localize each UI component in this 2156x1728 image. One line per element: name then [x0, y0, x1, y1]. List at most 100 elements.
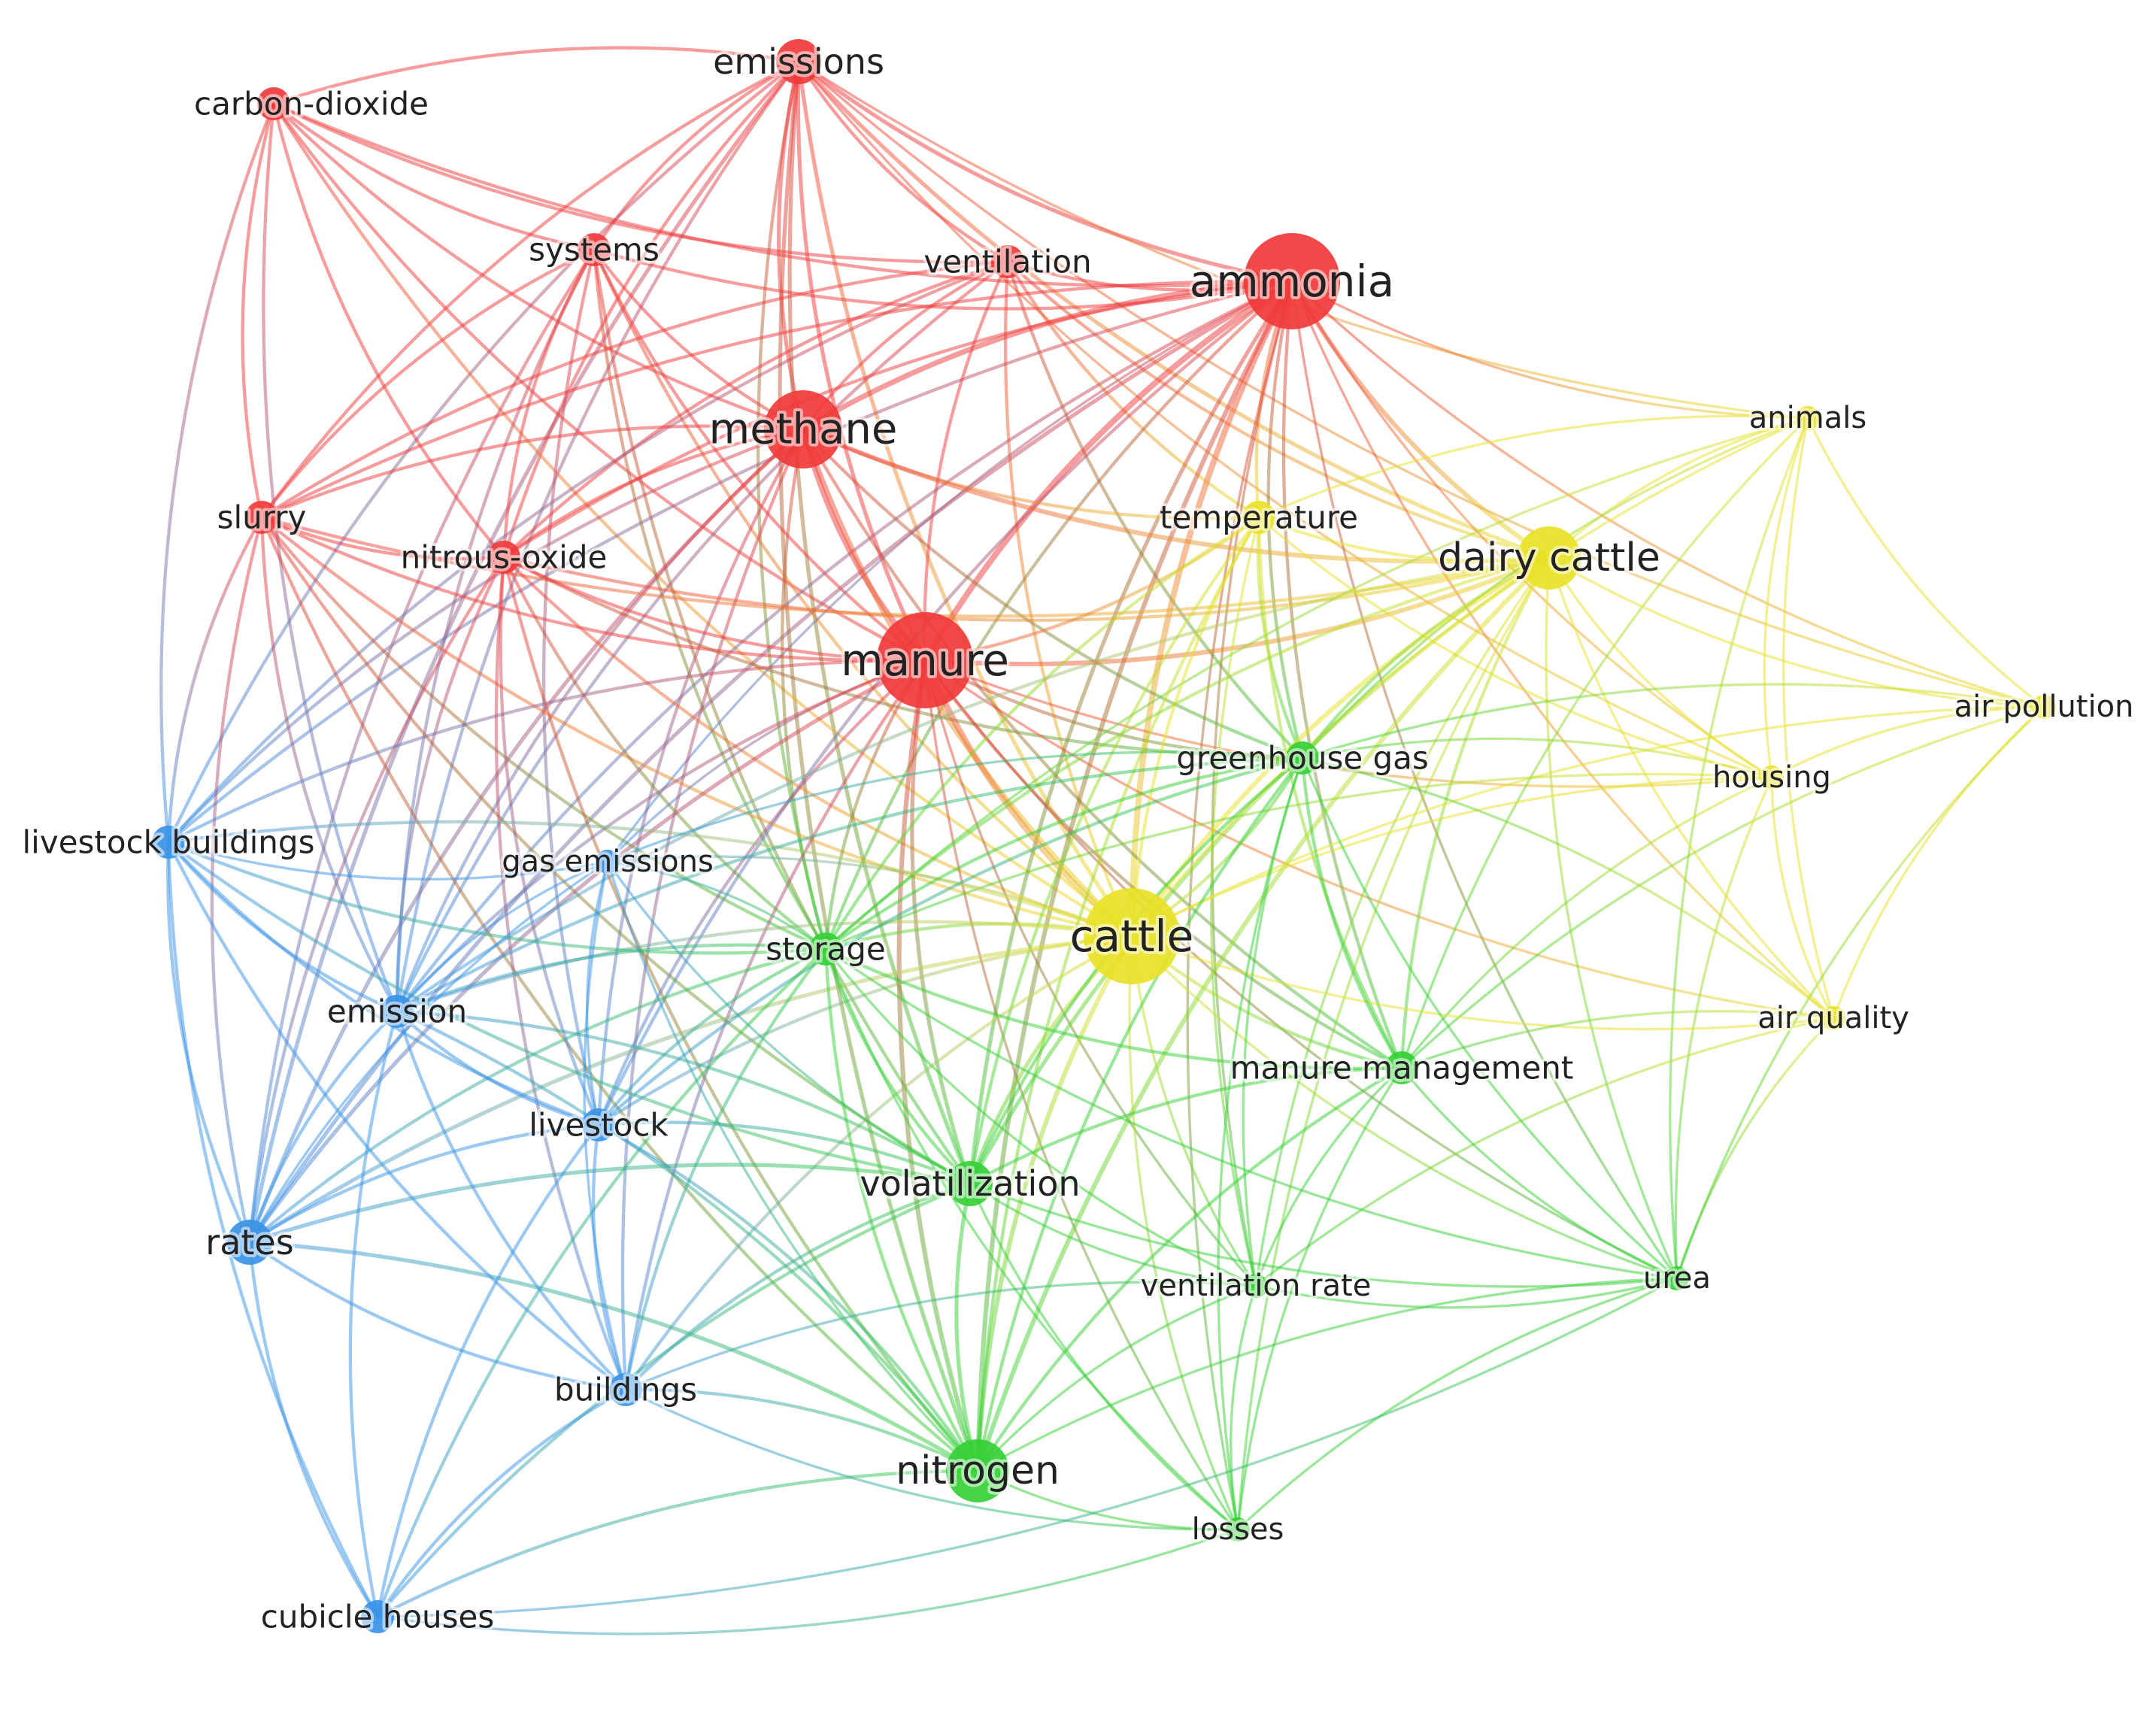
- edge-ammonia-slurry: [259, 279, 1294, 520]
- node-label-halo: volatilization: [860, 1163, 1080, 1204]
- edge-animals-urea: [1669, 417, 1809, 1280]
- edge-carbon-dioxide-ventilation: [271, 102, 1010, 264]
- node-nitrous-oxide[interactable]: [487, 541, 520, 574]
- edge-temperature-housing: [1257, 516, 1773, 779]
- edge-storage-gas-emissions: [606, 860, 827, 950]
- node-carbon-dioxide[interactable]: [257, 87, 290, 120]
- labels-layer: emissionsemissionscarbon-dioxidecarbon-d…: [20, 38, 2137, 1639]
- node-livestock[interactable]: [582, 1108, 615, 1141]
- node-label-dairy-cattle: dairy cattle: [1438, 535, 1660, 581]
- edge-ventilation-livestock-buildings: [166, 259, 1010, 844]
- edge-methane-manure-management: [801, 427, 1404, 1070]
- node-label-losses: losses: [1192, 1512, 1284, 1547]
- edge-emissions-livestock-buildings: [166, 59, 801, 844]
- node-nitrogen[interactable]: [946, 1439, 1009, 1502]
- node-label-halo: systems: [529, 232, 660, 268]
- node-cattle[interactable]: [1084, 888, 1180, 984]
- edge-manure-losses: [923, 659, 1239, 1531]
- edge-systems-slurry: [259, 247, 596, 520]
- edge-carbon-dioxide-manure: [271, 102, 927, 662]
- edge-cattle-livestock-buildings: [166, 820, 1134, 938]
- node-emissions[interactable]: [776, 39, 821, 84]
- edge-dairy-cattle-housing: [1548, 556, 1773, 779]
- node-buildings[interactable]: [609, 1373, 642, 1406]
- node-label-halo: gas emissions: [502, 844, 714, 879]
- edge-cattle-gas-emissions: [606, 855, 1133, 938]
- node-volatilization[interactable]: [948, 1161, 993, 1206]
- node-ventilation-rate[interactable]: [1244, 1274, 1268, 1298]
- edge-ventilation-temperature: [1005, 259, 1261, 520]
- node-manure-management[interactable]: [1385, 1051, 1418, 1084]
- node-slurry[interactable]: [245, 501, 278, 534]
- edge-animals-temperature: [1257, 414, 1809, 519]
- edge-dairy-cattle-losses: [1236, 556, 1551, 1531]
- edge-ammonia-manure: [922, 278, 1295, 663]
- edge-temperature-ventilation-rate: [1209, 516, 1260, 1287]
- node-ammonia[interactable]: [1244, 233, 1340, 329]
- node-greenhouse-gas[interactable]: [1286, 741, 1319, 775]
- edge-nitrous-oxide-rates: [247, 555, 506, 1244]
- node-animals[interactable]: [1796, 406, 1820, 430]
- edge-urea-nitrogen: [976, 1277, 1678, 1472]
- edge-manure-housing: [923, 659, 1773, 788]
- edge-emission-cubicle-houses: [348, 1009, 399, 1619]
- edge-air-pollution-greenhouse-gas: [1301, 683, 2045, 759]
- edge-carbon-dioxide-emission: [262, 102, 399, 1014]
- edge-greenhouse-gas-urea: [1301, 756, 1678, 1280]
- edge-ventilation-emission: [395, 259, 1010, 1014]
- node-livestock-buildings[interactable]: [152, 826, 185, 859]
- node-ventilation[interactable]: [991, 245, 1024, 278]
- edge-air-pollution-manure-management: [1400, 705, 2045, 1069]
- node-air-pollution[interactable]: [2032, 695, 2056, 719]
- edge-greenhouse-gas-losses: [1217, 756, 1304, 1531]
- node-label-halo: greenhouse gas: [1176, 740, 1429, 777]
- node-label-animals: animals: [1749, 401, 1866, 435]
- edge-ventilation-rate-losses: [1230, 1284, 1257, 1531]
- edge-rates-buildings: [247, 1240, 628, 1392]
- node-temperature[interactable]: [1242, 501, 1275, 534]
- node-air-quality[interactable]: [1821, 1006, 1845, 1030]
- node-housing[interactable]: [1760, 765, 1784, 790]
- edge-emissions-manure: [796, 59, 927, 662]
- edge-volatilization-emission: [395, 1009, 972, 1186]
- node-label-halo: cubicle houses: [261, 1599, 495, 1636]
- node-systems[interactable]: [578, 233, 611, 266]
- node-emission[interactable]: [381, 995, 414, 1028]
- node-manure[interactable]: [877, 612, 973, 708]
- edge-slurry-livestock-buildings: [166, 515, 264, 844]
- node-label-halo: cattle: [1070, 911, 1194, 962]
- edge-cattle-emission: [395, 920, 1134, 1014]
- node-dairy-cattle[interactable]: [1518, 526, 1581, 590]
- edge-gas-emissions-nitrogen: [606, 860, 979, 1472]
- edge-manure-emission: [395, 658, 927, 1014]
- edge-storage-urea: [824, 947, 1678, 1280]
- node-label-cubicle-houses: cubicle houses: [261, 1599, 495, 1636]
- edge-nitrous-oxide-buildings: [494, 555, 628, 1392]
- node-storage[interactable]: [809, 932, 842, 966]
- node-label-emissions: emissions: [713, 41, 884, 82]
- edge-ventilation-slurry: [259, 259, 1010, 520]
- node-rates[interactable]: [227, 1220, 272, 1265]
- edge-emissions-rates: [247, 59, 801, 1244]
- edge-ammonia-losses: [1186, 280, 1293, 1531]
- node-losses[interactable]: [1226, 1517, 1250, 1542]
- edge-manure-volatilization: [910, 658, 972, 1186]
- node-gas-emissions[interactable]: [596, 850, 620, 874]
- edge-volatilization-rates: [247, 1163, 972, 1244]
- node-label-manure: manure: [841, 635, 1009, 686]
- edge-livestock-buildings-livestock: [166, 840, 601, 1127]
- edge-manure-buildings: [623, 658, 927, 1392]
- node-urea[interactable]: [1665, 1266, 1689, 1290]
- node-label-halo: emissions: [713, 41, 884, 82]
- node-methane[interactable]: [764, 390, 842, 468]
- node-label-systems: systems: [529, 232, 660, 268]
- node-cubicle-houses[interactable]: [361, 1600, 394, 1633]
- edge-gas-emissions-rates: [248, 860, 609, 1244]
- edge-rates-cubicle-houses: [247, 1240, 380, 1619]
- edge-cattle-ventilation-rate: [1130, 935, 1257, 1287]
- edge-animals-air-quality: [1782, 417, 1835, 1020]
- edge-livestock-rates: [247, 1123, 601, 1244]
- edge-volatilization-nitrogen: [954, 1181, 980, 1473]
- edge-nitrous-oxide-emission: [395, 555, 506, 1014]
